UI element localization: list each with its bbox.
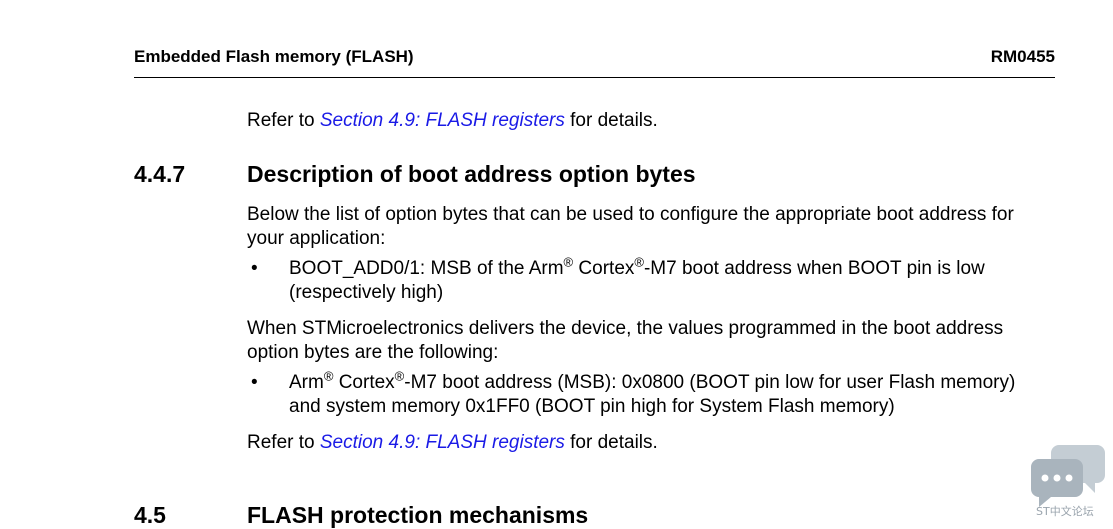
- page-header-title: Embedded Flash memory (FLASH): [134, 47, 414, 66]
- bullet-1-line-2: (respectively high): [289, 282, 444, 303]
- watermark-text: ST中文论坛: [1036, 505, 1094, 518]
- header-rule: [134, 77, 1055, 78]
- intro-line-1: Below the list of option bytes that can …: [247, 204, 1014, 225]
- bullet-2-line-1: Arm® Cortex®-M7 boot address (MSB): 0x08…: [289, 368, 1016, 393]
- para-2-line-1: When STMicroelectronics delivers the dev…: [247, 318, 1004, 339]
- document-reference: RM0455: [990, 47, 1055, 66]
- section-number: 4.4.7: [134, 161, 186, 187]
- para-2-line-2: option bytes are the following:: [247, 342, 499, 363]
- bullet-marker: •: [251, 258, 258, 279]
- bullet-2-line-2: and system memory 0x1FF0 (BOOT pin high …: [289, 396, 895, 417]
- intro-line-2: your application:: [247, 228, 386, 249]
- refer-suffix: for details.: [564, 432, 658, 453]
- refer-paragraph: Refer to Section 4.9: FLASH registers fo…: [247, 109, 658, 133]
- refer-suffix: for details.: [564, 110, 658, 131]
- section-link[interactable]: Section 4.9: FLASH registers: [319, 110, 565, 131]
- section-heading: FLASH protection mechanisms: [247, 502, 589, 528]
- section-number: 4.5: [134, 502, 166, 528]
- chat-bubbles-icon[interactable]: [1031, 443, 1107, 523]
- refer-prefix: Refer to: [247, 110, 320, 131]
- refer-paragraph: Refer to Section 4.9: FLASH registers fo…: [247, 431, 658, 455]
- section-heading: Description of boot address option bytes: [247, 161, 696, 187]
- bullet-1-line-1: BOOT_ADD0/1: MSB of the Arm® Cortex®-M7 …: [289, 254, 985, 279]
- refer-prefix: Refer to: [247, 432, 320, 453]
- section-link[interactable]: Section 4.9: FLASH registers: [319, 432, 565, 453]
- bullet-marker: •: [251, 372, 258, 393]
